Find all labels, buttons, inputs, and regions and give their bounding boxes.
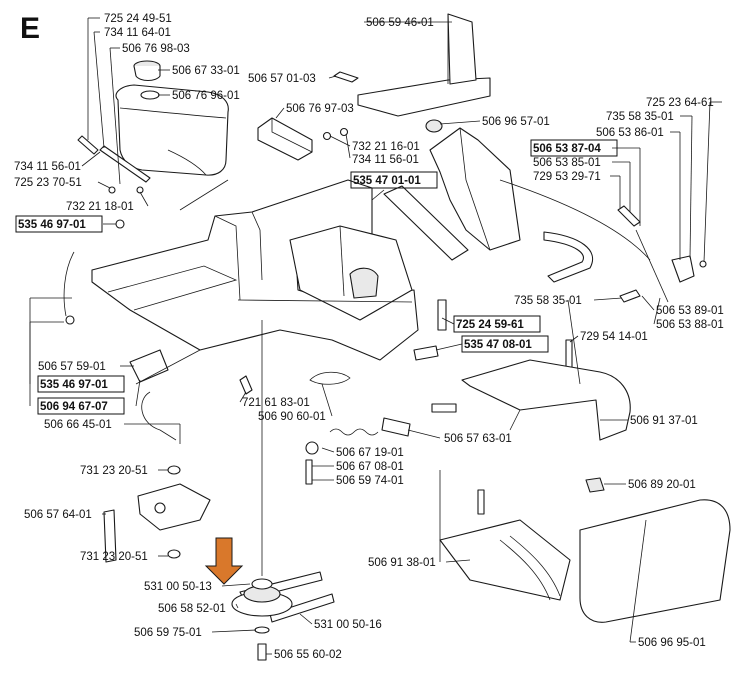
- bushing-upper: [167, 465, 181, 475]
- fuel-hose: [63, 251, 75, 317]
- part-label: 506 67 08-01: [336, 461, 404, 473]
- spring-pin: [619, 289, 641, 303]
- part-label: 506 55 60-02: [274, 649, 342, 661]
- part-label: 729 53 29-71: [533, 171, 601, 183]
- screw: [431, 403, 457, 413]
- lower-chute-plate: [439, 519, 571, 601]
- hose-clamp: [65, 315, 75, 325]
- part-label: 506 57 01-03: [248, 73, 316, 85]
- control-rod: [499, 179, 707, 303]
- part-label: 506 67 33-01: [172, 65, 240, 77]
- belt-guard: [461, 359, 631, 441]
- bushing: [425, 119, 443, 133]
- tank-filler-neck: [140, 90, 160, 100]
- part-label: 506 76 96-01: [172, 90, 240, 102]
- part-label: 531 00 50-13: [144, 581, 212, 593]
- highlight-boxes: [15, 139, 618, 415]
- part-label: 506 91 38-01: [368, 557, 436, 569]
- part-label: 506 96 57-01: [482, 116, 550, 128]
- part-label: 531 00 50-16: [314, 619, 382, 631]
- part-label: 506 53 89-01: [656, 305, 724, 317]
- clip: [585, 477, 605, 493]
- tank-bracket: [257, 117, 313, 161]
- part-label: 506 76 97-03: [286, 103, 354, 115]
- part-label: 506 89 20-01: [628, 479, 696, 491]
- part-label: 721 61 83-01: [242, 397, 310, 409]
- washer: [108, 186, 116, 194]
- tank-strap: [99, 145, 151, 183]
- pin: [617, 205, 641, 227]
- leader-lines: [29, 17, 722, 655]
- part-label: 734 11 64-01: [104, 27, 171, 39]
- washer: [699, 260, 707, 268]
- part-label: 735 58 35-01: [514, 295, 582, 307]
- side-cover: [579, 499, 731, 623]
- part-label: 506 53 85-01: [533, 157, 601, 169]
- part-label-bold: 725 24 59-61: [456, 319, 524, 331]
- washer: [254, 626, 270, 634]
- pin: [413, 345, 439, 361]
- part-label: 735 58 35-01: [606, 111, 674, 123]
- part-label: 506 58 52-01: [158, 603, 226, 615]
- part-label: 729 54 14-01: [580, 331, 648, 343]
- part-label: 506 59 74-01: [336, 475, 404, 487]
- part-label: 731 23 20-51: [80, 551, 148, 563]
- nut: [339, 127, 349, 137]
- washer: [322, 131, 332, 141]
- rear-frame-arch: [383, 127, 521, 261]
- bolt: [257, 643, 267, 661]
- part-label: 506 59 75-01: [134, 627, 202, 639]
- part-label: 506 91 37-01: [630, 415, 698, 427]
- part-label: 734 11 56-01: [352, 154, 419, 166]
- part-label: 506 53 88-01: [656, 319, 724, 331]
- part-label: 506 67 19-01: [336, 447, 404, 459]
- part-label: 506 53 86-01: [596, 127, 664, 139]
- part-labels: 725 24 49-51 734 11 64-01 506 76 98-03 5…: [14, 13, 724, 661]
- part-label: 506 90 60-01: [258, 411, 326, 423]
- part-label: 506 66 45-01: [44, 419, 112, 431]
- fuel-cap: [133, 60, 161, 82]
- bolt: [333, 71, 359, 83]
- part-label: 725 23 70-51: [14, 177, 82, 189]
- spring-hook: [141, 391, 177, 441]
- part-label: 506 76 98-03: [122, 43, 190, 55]
- highlight-arrow: [204, 537, 244, 585]
- bolt: [77, 135, 99, 155]
- section-letter: E: [20, 12, 40, 45]
- rod: [103, 509, 117, 563]
- nut: [136, 186, 144, 194]
- bolt: [305, 459, 313, 485]
- part-label: 506 57 63-01: [444, 433, 512, 445]
- bushing-lower: [167, 549, 181, 559]
- part-label: 734 11 56-01: [14, 161, 81, 173]
- idler-bracket: [137, 483, 211, 531]
- pulley: [231, 578, 293, 617]
- part-label-bold: 535 47 01-01: [353, 175, 421, 187]
- part-label: 506 57 64-01: [24, 509, 92, 521]
- part-label: 732 21 18-01: [66, 201, 134, 213]
- part-label: 506 96 95-01: [638, 637, 706, 649]
- part-label-bold: 535 46 97-01: [18, 219, 86, 231]
- bolt: [437, 299, 447, 331]
- part-label-bold: 535 46 97-01: [40, 379, 108, 391]
- part-label: 732 21 16-01: [352, 141, 420, 153]
- part-label-bold: 506 94 67-07: [40, 401, 108, 413]
- handle-bar: [543, 231, 594, 283]
- main-frame: [91, 179, 419, 361]
- part-label-bold: 506 53 87-04: [533, 143, 601, 155]
- part-label: 506 59 46-01: [366, 17, 434, 29]
- part-label-bold: 535 47 08-01: [464, 339, 532, 351]
- part-label: 725 24 49-51: [104, 13, 172, 25]
- plate: [381, 417, 411, 437]
- spring: [305, 371, 379, 455]
- pin: [239, 375, 253, 395]
- screw: [477, 489, 485, 515]
- part-label: 731 23 20-51: [80, 465, 148, 477]
- seat-plate: [357, 13, 491, 117]
- part-label: 725 23 64-61: [646, 97, 714, 109]
- hose-clamp: [115, 219, 125, 229]
- bracket: [129, 349, 169, 383]
- part-label: 506 57 59-01: [38, 361, 106, 373]
